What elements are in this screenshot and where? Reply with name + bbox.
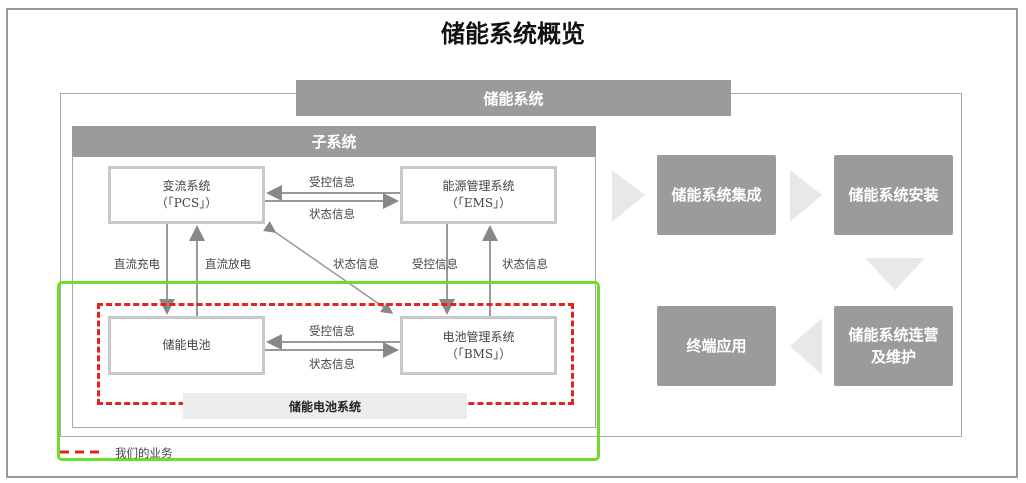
step-operation-maintenance: 储能系统连营及维护 — [834, 306, 953, 386]
step-installation: 储能系统安装 — [834, 155, 953, 235]
legend-label: 我们的业务 — [115, 446, 173, 460]
chevron-right-icon — [790, 170, 822, 222]
label-status-info: 状态信息 — [502, 257, 548, 271]
bms-name: 电池管理系统 — [442, 329, 515, 344]
label-control-info: 受控信息 — [412, 257, 458, 271]
label-control-info: 受控信息 — [309, 324, 355, 338]
subsystem-header: 子系统 — [72, 126, 596, 157]
highlight-box — [57, 281, 600, 461]
pcs-abbr: （「PCS」） — [155, 196, 218, 210]
chevron-down-icon — [865, 258, 925, 290]
bms-abbr: （「BMS」） — [445, 346, 512, 361]
label-status-info: 状态信息 — [309, 357, 355, 371]
ems-abbr: （「EMS」） — [445, 196, 512, 210]
step-end-application: 终端应用 — [657, 306, 776, 386]
arrow-diagonal — [262, 221, 394, 314]
label-dc-charge: 直流充电 — [114, 257, 160, 271]
pcs-name: 变流系统 — [162, 179, 211, 193]
bms-node: 电池管理系统 （「BMS」） — [400, 316, 557, 375]
ems-name: 能源管理系统 — [442, 179, 515, 193]
label-control-info: 受控信息 — [309, 175, 355, 189]
outer-frame — [6, 8, 1018, 478]
chevron-left-icon — [790, 318, 822, 375]
battery-name: 储能电池 — [162, 338, 211, 352]
system-header: 储能系统 — [296, 80, 731, 116]
step-integration: 储能系统集成 — [657, 155, 776, 235]
label-status-info: 状态信息 — [333, 257, 379, 271]
battery-node: 储能电池 — [108, 316, 265, 375]
chevron-right-icon — [612, 170, 645, 222]
battery-system-label: 储能电池系统 — [183, 393, 467, 419]
label-dc-discharge: 直流放电 — [205, 257, 251, 271]
page-title: 储能系统概览 — [441, 20, 585, 48]
label-status-info: 状态信息 — [309, 207, 355, 221]
ems-node: 能源管理系统 （「EMS」） — [400, 166, 557, 224]
pcs-node: 变流系统 （「PCS」） — [108, 166, 265, 224]
